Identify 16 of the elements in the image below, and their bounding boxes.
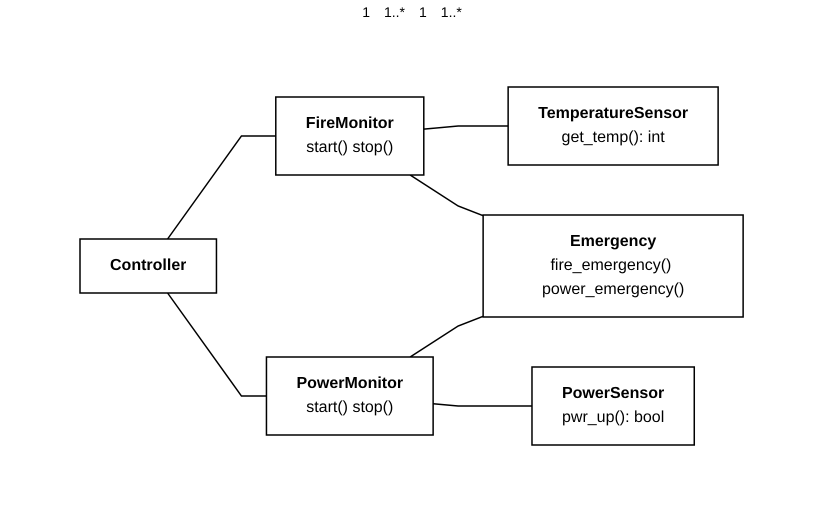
node-box: Controller xyxy=(80,238,218,294)
connector xyxy=(434,402,532,407)
multiplicity-label: 1..* xyxy=(440,4,462,20)
node-box: PowerMonitor start() stop() xyxy=(266,356,434,436)
node-box: PowerSensor pwr_up(): bool xyxy=(532,366,696,446)
connector xyxy=(167,292,267,397)
node-box: FireMonitor start() stop() xyxy=(275,96,425,176)
multiplicity-label: 1 xyxy=(362,4,370,20)
multiplicity-label: 1 xyxy=(419,4,427,20)
connector xyxy=(410,316,484,358)
connector xyxy=(410,174,484,216)
connector xyxy=(424,125,509,130)
node-box: TemperatureSensor get_temp(): int xyxy=(508,86,720,166)
connector xyxy=(167,135,276,240)
node-box: Emergency fire_emergency() power_emergency() xyxy=(482,214,744,318)
multiplicity-label: 1..* xyxy=(384,4,405,20)
